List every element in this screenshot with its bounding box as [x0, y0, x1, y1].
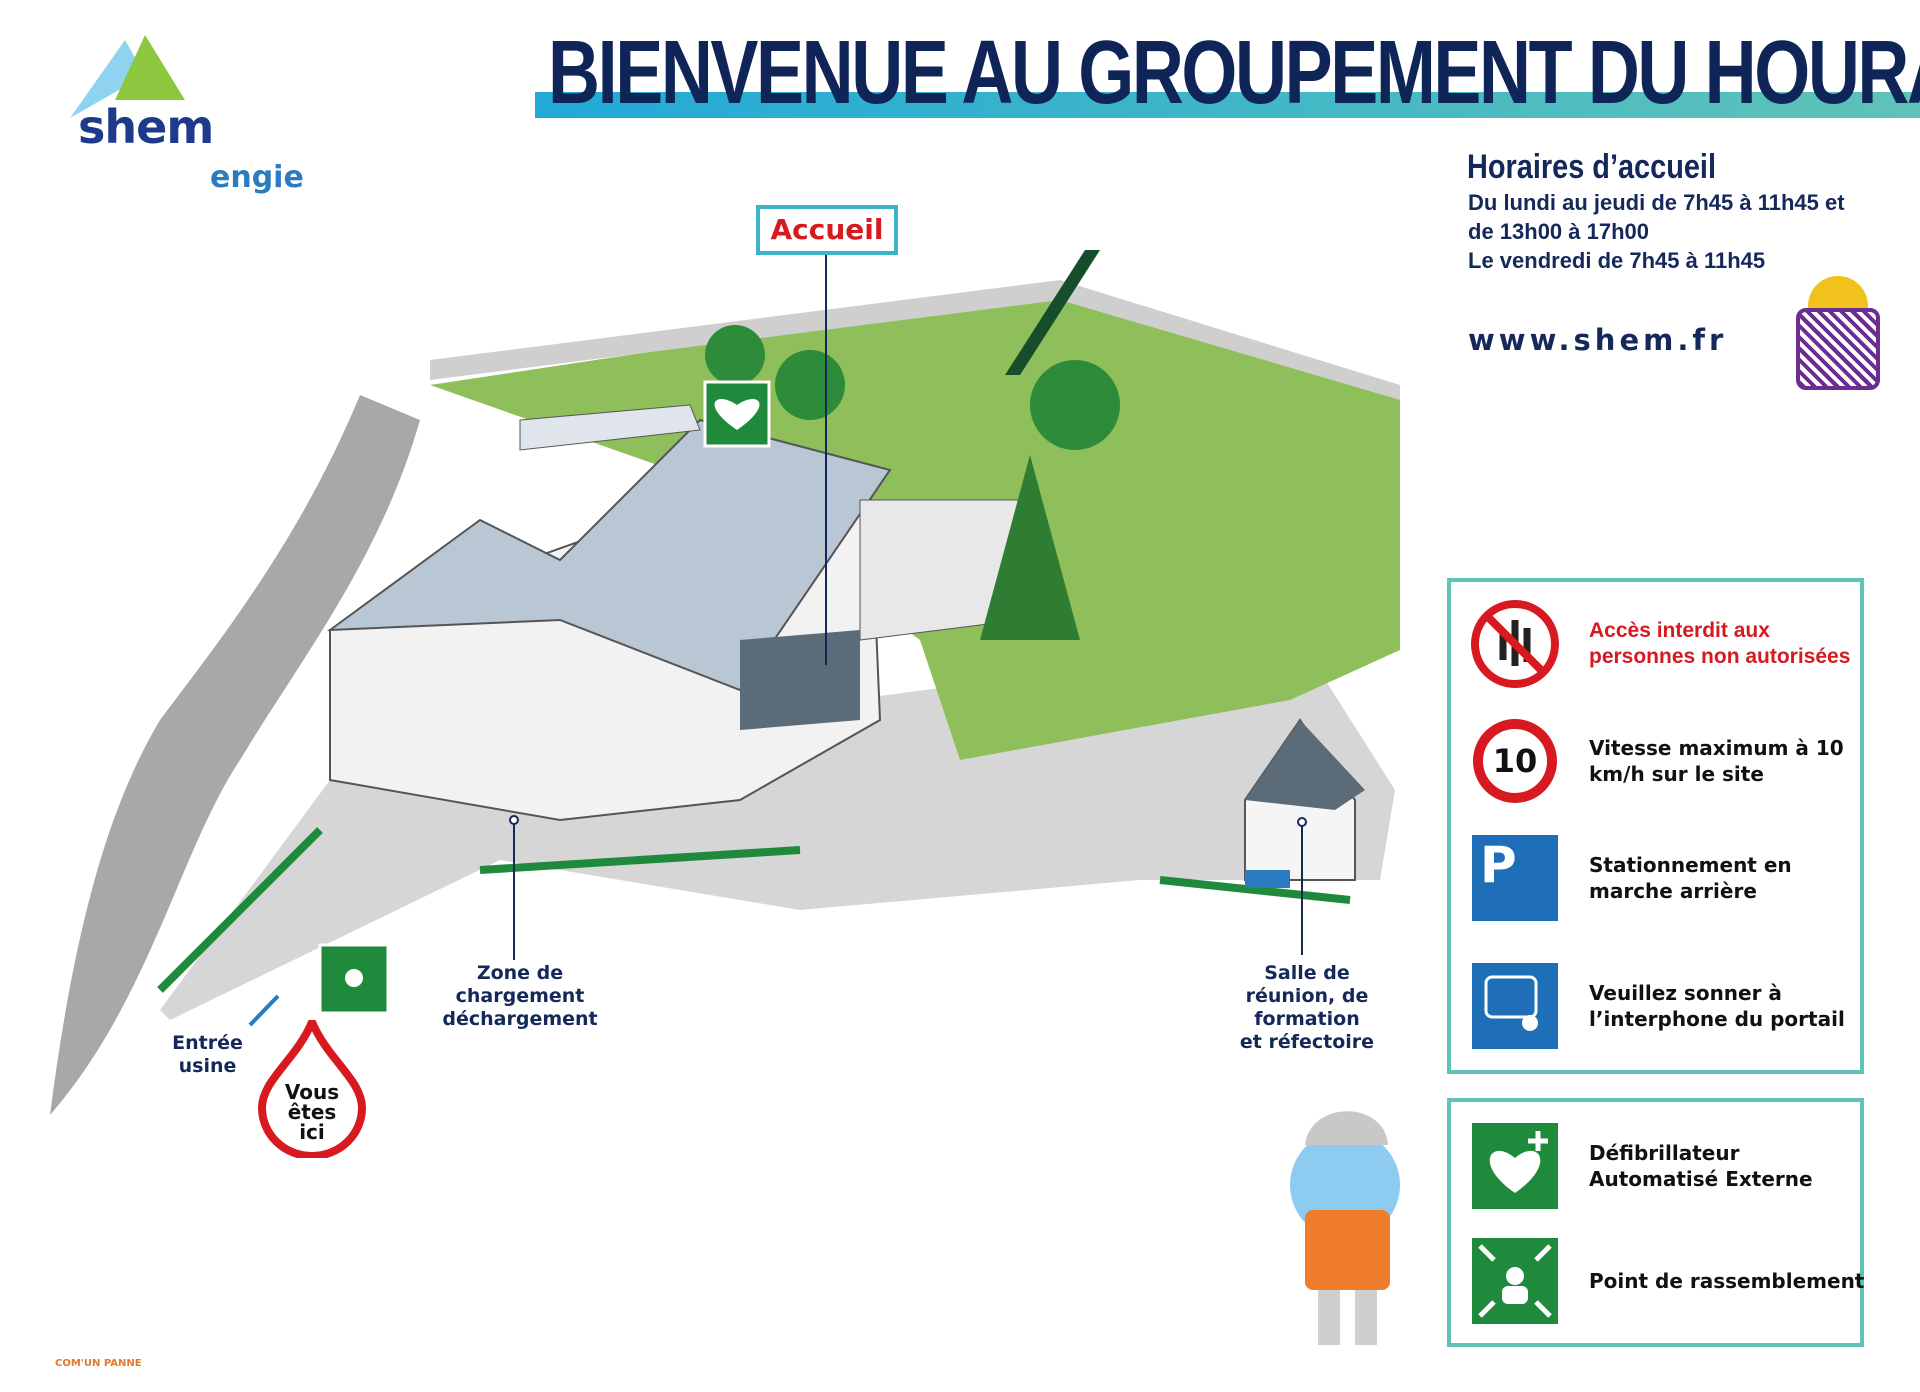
label-line: réunion, de [1245, 985, 1369, 1007]
credit-logo: COM'UN PANNE [55, 1358, 142, 1369]
page-title: BIENVENUE AU GROUPEMENT DU HOURAT [548, 23, 1920, 123]
rule-text: Veuillez sonner à l’interphone du portai… [1589, 981, 1845, 1031]
intercom-icon [1471, 962, 1559, 1050]
hours-line: Du lundi au jeudi de 7h45 à 11h45 et [1468, 190, 1845, 215]
salle-reunion-label: Salle de réunion, de formation et réfect… [1222, 962, 1392, 1054]
label-line: Salle de [1264, 962, 1350, 984]
rule-text: Vitesse maximum à 10 km/h sur le site [1589, 736, 1844, 786]
label-line: ici [299, 1120, 325, 1144]
you-are-here-marker: Vous êtes ici [258, 1020, 366, 1158]
accueil-label: Accueil [756, 205, 898, 255]
label-line: usine [178, 1055, 237, 1077]
qr-code[interactable] [1796, 308, 1880, 390]
safety-item: Défibrillateur Automatisé Externe [1471, 1122, 1869, 1210]
label-line: et réfectoire [1239, 1031, 1375, 1053]
rule-text: Accès interdit aux personnes non autoris… [1589, 619, 1851, 668]
no-entry-hand-icon [1471, 600, 1559, 688]
defibrillator-icon [1471, 1122, 1559, 1210]
label-line: Zone de [476, 962, 564, 984]
assembly-point-icon [1471, 1237, 1559, 1325]
rule-item: Accès interdit aux personnes non autoris… [1471, 600, 1869, 688]
mountain-logo-icon [70, 35, 185, 118]
rules-panel: Accès interdit aux personnes non autoris… [1447, 578, 1864, 1074]
safety-panel: Défibrillateur Automatisé Externe Point … [1447, 1098, 1864, 1347]
title-underline-bar [535, 92, 1920, 118]
label-line: déchargement [442, 1008, 598, 1030]
entree-usine-label: Entrée usine [165, 1032, 250, 1078]
rule-item: 10 Vitesse maximum à 10 km/h sur le site [1471, 717, 1869, 805]
label-line: êtes [287, 1100, 337, 1124]
label-line: Entrée [172, 1032, 243, 1054]
label-line: formation [1254, 1008, 1360, 1030]
zone-chargement-label: Zone de chargement déchargement [440, 962, 600, 1031]
speed-limit-10-icon: 10 [1471, 717, 1559, 805]
hours-line: de 13h00 à 17h00 [1468, 219, 1650, 244]
parking-reverse-icon: P [1471, 834, 1559, 922]
rule-text: Stationnement en marche arrière [1589, 853, 1792, 903]
safety-text: Point de rassemblement [1589, 1269, 1865, 1293]
label-line: Vous [284, 1080, 340, 1104]
website-link[interactable]: www.shem.fr [1468, 323, 1728, 357]
shem-logo-text: shem [78, 100, 214, 154]
rule-item: Veuillez sonner à l’interphone du portai… [1471, 962, 1869, 1050]
speed-value: 10 [1473, 719, 1557, 803]
hours-title: Horaires d’accueil [1467, 148, 1716, 186]
safety-item: Point de rassemblement [1471, 1237, 1869, 1325]
label-line: chargement [455, 985, 585, 1007]
hours-line: Le vendredi de 7h45 à 11h45 [1468, 248, 1766, 273]
parking-letter: P [1472, 835, 1558, 921]
engie-logo-text: engie [210, 160, 304, 195]
safety-text: Défibrillateur Automatisé Externe [1589, 1141, 1813, 1191]
rule-item: P Stationnement en marche arrière [1471, 834, 1869, 922]
location-drop-icon [258, 1020, 366, 1158]
